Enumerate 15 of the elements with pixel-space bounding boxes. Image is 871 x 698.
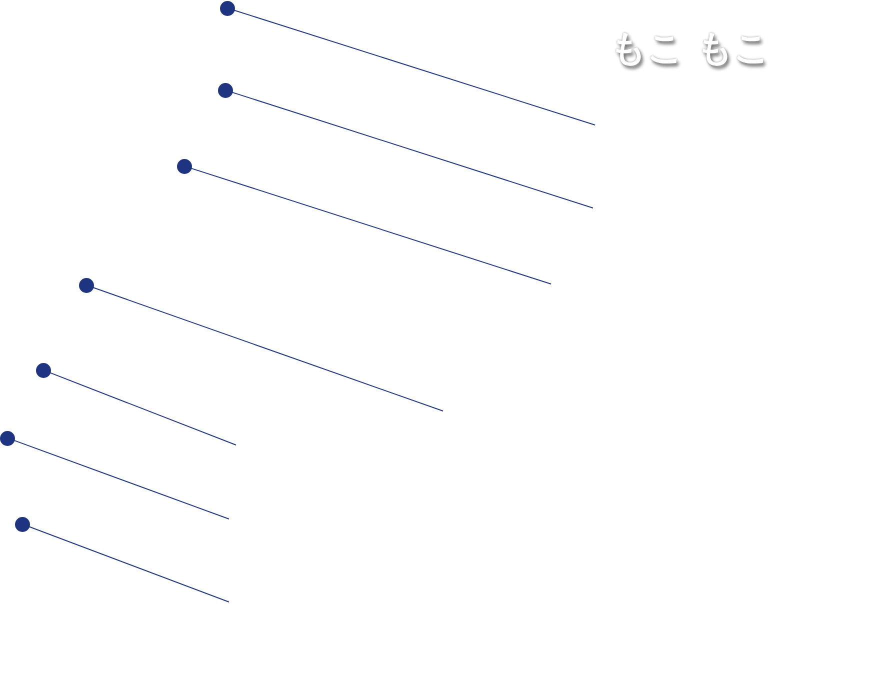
dot-marker: [36, 362, 50, 378]
dot-marker: [176, 158, 192, 174]
dot-marker: [78, 278, 94, 292]
leader-line: [232, 92, 594, 208]
leader-line: [234, 10, 596, 126]
leader-line: [50, 372, 236, 446]
leader-line: [14, 440, 230, 520]
leader-line: [28, 526, 230, 602]
leader-line: [190, 168, 552, 284]
leader-line: [92, 287, 444, 412]
dot-marker: [14, 516, 30, 532]
dot-marker: [218, 82, 232, 98]
dot-marker: [0, 430, 15, 446]
title-text: もこ もこ: [610, 27, 771, 72]
dot-marker: [220, 0, 234, 16]
